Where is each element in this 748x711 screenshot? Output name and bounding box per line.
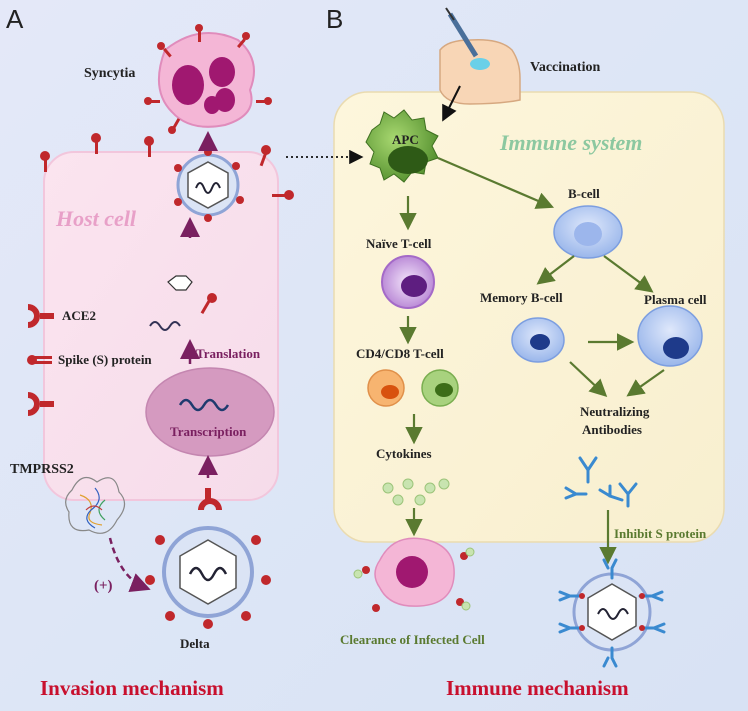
immune-system-box bbox=[333, 91, 725, 543]
vaccination-label: Vaccination bbox=[530, 60, 601, 75]
syncytia-cell bbox=[144, 24, 272, 134]
ace2-receptors bbox=[28, 304, 222, 510]
neutralizing-label-1: Neutralizing bbox=[580, 404, 650, 419]
antibodies bbox=[564, 456, 638, 508]
infected-cell bbox=[353, 537, 475, 612]
naive-t-cell-label: Naïve T-cell bbox=[366, 236, 432, 251]
capsid-hexagon bbox=[167, 275, 193, 291]
panel-label-a: A bbox=[6, 4, 24, 34]
b-cell-label: B-cell bbox=[568, 186, 600, 201]
cytokine-dots bbox=[382, 478, 450, 506]
immune-system-title: Immune system bbox=[500, 130, 643, 155]
neutralizing-label-2: Antibodies bbox=[582, 422, 642, 437]
apc-label: APC bbox=[392, 132, 419, 147]
spike-legend-icon bbox=[27, 355, 52, 365]
plasma-cell-label: Plasma cell bbox=[644, 292, 707, 307]
tmprss2-protein bbox=[65, 476, 126, 534]
delta-virion bbox=[145, 526, 271, 629]
invasion-mechanism-title: Invasion mechanism bbox=[40, 676, 224, 700]
membrane-spikes bbox=[40, 133, 294, 200]
delta-label: Delta bbox=[180, 636, 210, 651]
free-spike bbox=[200, 293, 217, 315]
panel-label-b: B bbox=[326, 4, 344, 34]
syncytia-label: Syncytia bbox=[84, 66, 136, 81]
inhibit-label: Inhibit S protein bbox=[614, 526, 707, 541]
cytokines-label: Cytokines bbox=[376, 446, 432, 461]
nucleus bbox=[145, 367, 275, 457]
cd4-cd8-label: CD4/CD8 T-cell bbox=[356, 346, 444, 361]
transcription-label: Transcription bbox=[170, 424, 247, 439]
host-cell-title: Host cell bbox=[56, 206, 137, 231]
immune-mechanism-title: Immune mechanism bbox=[446, 676, 629, 700]
spike-protein-label: Spike (S) protein bbox=[58, 352, 152, 367]
ace2-label: ACE2 bbox=[62, 308, 96, 323]
apc-cell bbox=[365, 109, 439, 183]
translation-label: Translation bbox=[196, 346, 261, 361]
clearance-label: Clearance of Infected Cell bbox=[340, 632, 485, 647]
neutralized-virion bbox=[558, 558, 666, 668]
tmprss2-label: TMPRSS2 bbox=[10, 462, 74, 477]
memory-b-cell-label: Memory B-cell bbox=[480, 290, 563, 305]
assembling-virion bbox=[174, 148, 244, 222]
rna-strand bbox=[149, 321, 181, 331]
vaccination-arm bbox=[439, 7, 521, 105]
plus-label: (+) bbox=[94, 578, 113, 594]
